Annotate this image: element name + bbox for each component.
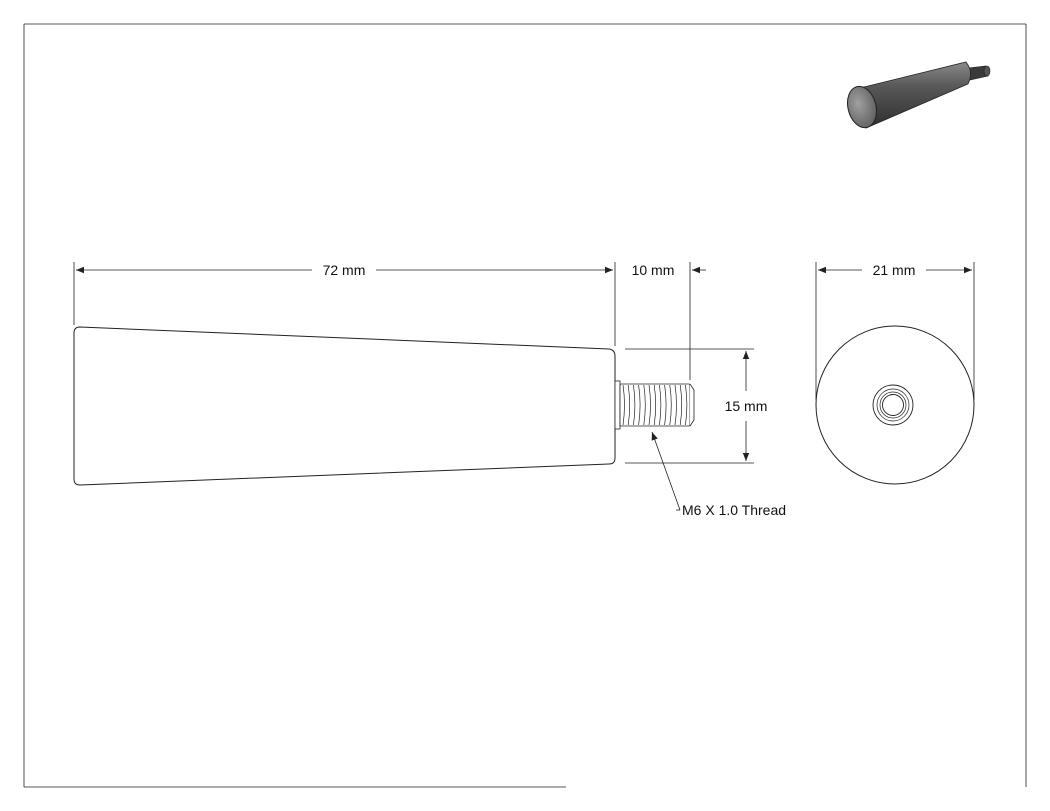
thread-callout-label: M6 X 1.0 Thread — [682, 502, 786, 518]
threaded-stud — [614, 380, 695, 430]
length-dimension: 72 mm — [73, 262, 616, 346]
thread-crest — [638, 384, 641, 426]
thread-length-dimension: 10 mm — [632, 262, 706, 380]
thread-crest — [679, 384, 683, 426]
thread-crest — [643, 384, 646, 426]
thread-crest — [664, 384, 667, 426]
thread-crest — [653, 384, 657, 426]
tapered-handle-3d-render-icon — [846, 61, 991, 129]
thread-crest — [633, 384, 636, 426]
diameter-label: 21 mm — [873, 262, 916, 278]
thread-crest — [659, 384, 662, 426]
thread-crest — [685, 384, 688, 426]
thread-callout: M6 X 1.0 Thread — [651, 431, 786, 518]
thread-crest — [648, 384, 651, 426]
thread-crest — [622, 384, 625, 426]
diameter-dimension: 21 mm — [815, 262, 975, 400]
sheet-border — [23, 23, 1027, 788]
thread-crest — [669, 384, 672, 426]
thread-length-label: 10 mm — [632, 262, 675, 278]
thread-crest — [674, 384, 677, 426]
thread-crest — [627, 384, 631, 426]
tapered-body-outline — [73, 326, 616, 486]
length-label: 72 mm — [323, 262, 366, 278]
height-dimension: 15 mm — [625, 348, 768, 464]
end-view: 21 mm — [815, 262, 975, 485]
height-label: 15 mm — [725, 398, 768, 414]
side-view: 72 mm 10 mm 15 mm M6 X 1.0 Thread — [73, 262, 786, 518]
